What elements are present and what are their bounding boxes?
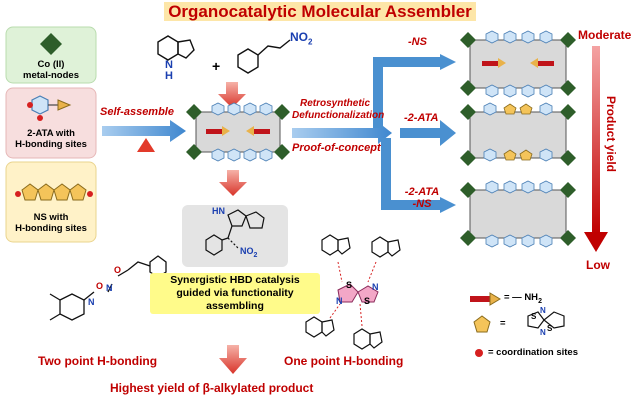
framework-no-ata-no-ns xyxy=(460,180,576,248)
ata-label-line2: H-bonding sites xyxy=(15,139,87,150)
branch-mid-arrow xyxy=(400,120,456,146)
yield-arrow-shaft xyxy=(592,46,600,234)
branch-down-arrow xyxy=(381,138,440,210)
branch-up-arrowhead xyxy=(440,54,456,70)
ns-label-line2: H-bonding sites xyxy=(15,223,87,234)
legend-coordination-dot-icon xyxy=(475,349,483,357)
two-point-n: N xyxy=(106,283,113,293)
branch-label-ata: -2-ATA xyxy=(404,112,439,124)
ns-molecule-icon xyxy=(15,183,93,201)
yield-bottom-label: Low xyxy=(586,258,610,272)
cluster-s1: S xyxy=(346,280,353,290)
indole-n: N xyxy=(165,59,173,71)
page-title: Organocatalytic Molecular Assembler xyxy=(0,2,640,22)
two-point-o2: O xyxy=(114,265,122,275)
ata-label-line1: 2-ATA with xyxy=(27,128,75,139)
branch-label-ata-ns-line2: -NS xyxy=(412,198,432,210)
one-point-cluster-icon xyxy=(305,234,401,350)
product-no2-text: NO xyxy=(240,246,254,256)
two-point-hbonding-label: Two point H-bonding xyxy=(38,354,158,368)
cobalt-node-icon xyxy=(40,33,62,55)
cluster-n1: N xyxy=(336,296,343,306)
highest-yield-label: Highest yield of β-alkylated product xyxy=(110,381,314,395)
nitro-sub: 2 xyxy=(308,37,313,47)
self-assemble-label: Self-assemble xyxy=(100,106,174,118)
framework-no-ata xyxy=(460,102,576,166)
highest-yield-arrow xyxy=(219,345,247,374)
legend-nh2-sub: 2 xyxy=(538,297,542,305)
two-point-o1: O xyxy=(96,281,104,291)
branch-label-ata-ns-line1: -2-ATA xyxy=(404,186,440,198)
indole-nh-label: N H xyxy=(160,60,178,82)
legend-ns-eq: = xyxy=(500,318,506,329)
central-framework xyxy=(186,102,290,162)
self-assemble-arrow xyxy=(102,120,186,142)
hbd-line1: Synergistic HBD catalysis xyxy=(170,274,300,286)
legend-nh2-main: = — NH xyxy=(504,292,539,303)
product-molecule-icon xyxy=(205,209,265,256)
legend-ata-icon xyxy=(470,292,501,306)
nitrostyrene-molecule-icon xyxy=(237,39,291,74)
cluster-n2: N xyxy=(372,282,379,292)
framework-no-ns xyxy=(460,30,576,98)
reactant-arrow xyxy=(218,82,246,108)
indole-molecule-icon xyxy=(157,35,195,61)
ns-label: NS with H-bonding sites xyxy=(6,212,96,234)
branch-label-ata-ns: -2-ATA -NS xyxy=(402,186,442,210)
nitro-text: NO xyxy=(290,30,308,44)
hbd-catalysis-box: Synergistic HBD catalysis guided via fun… xyxy=(150,273,320,314)
product-arrow xyxy=(219,170,247,196)
yield-axis-title: Product yield xyxy=(604,96,618,173)
retro-line1: Retrosynthetic xyxy=(299,98,370,109)
cobalt-label-line2: metal-nodes xyxy=(23,70,79,81)
retro-label: Retrosynthetic Defunctionalization xyxy=(292,98,385,122)
legend-n2: N xyxy=(540,328,546,337)
legend-ns-icon xyxy=(473,315,491,333)
ata-molecule-icon xyxy=(27,95,72,121)
product-box xyxy=(182,205,288,267)
cobalt-label: Co (II) metal-nodes xyxy=(6,59,96,81)
legend-s1: S xyxy=(531,312,537,321)
self-assemble-triangle-icon xyxy=(137,138,155,152)
branch-up-arrow xyxy=(373,57,440,128)
proof-of-concept-label: Proof-of-concept xyxy=(292,142,381,154)
retro-line2: Defunctionalization xyxy=(292,110,385,121)
legend-coordination-text: = coordination sites xyxy=(488,347,579,358)
legend-s2: S xyxy=(547,324,553,333)
nitro-label: NO2 xyxy=(290,30,312,46)
legend-n1: N xyxy=(540,306,546,315)
branch-down-arrowhead xyxy=(440,197,456,213)
cobalt-label-line1: Co (II) xyxy=(37,59,65,70)
branch-label-ns: -NS xyxy=(408,36,427,48)
product-nh-label: HN xyxy=(212,206,225,216)
plus-sign: + xyxy=(212,58,221,74)
product-no2-label: NO2 xyxy=(240,246,257,259)
yield-top-label: Moderate xyxy=(578,28,632,42)
one-point-hbonding-label: One point H-bonding xyxy=(284,354,404,368)
legend-thiazolothiazole-icon xyxy=(527,311,565,329)
retro-arrow xyxy=(292,122,392,144)
product-no2-sub: 2 xyxy=(253,251,258,259)
two-point-molecule-icon xyxy=(49,255,167,321)
yield-arrowhead xyxy=(584,232,608,252)
hbd-line2: guided via functionality xyxy=(176,287,294,299)
legend-nh2-text: = — NH2 xyxy=(504,292,542,305)
hbd-line3: assembling xyxy=(206,300,264,312)
ns-label-line1: NS with xyxy=(33,212,69,223)
cluster-s2: S xyxy=(364,296,371,306)
ata-label: 2-ATA with H-bonding sites xyxy=(6,128,96,150)
indole-h: H xyxy=(165,70,173,82)
two-point-amine-n: N xyxy=(88,297,95,307)
ns-card xyxy=(5,161,97,243)
